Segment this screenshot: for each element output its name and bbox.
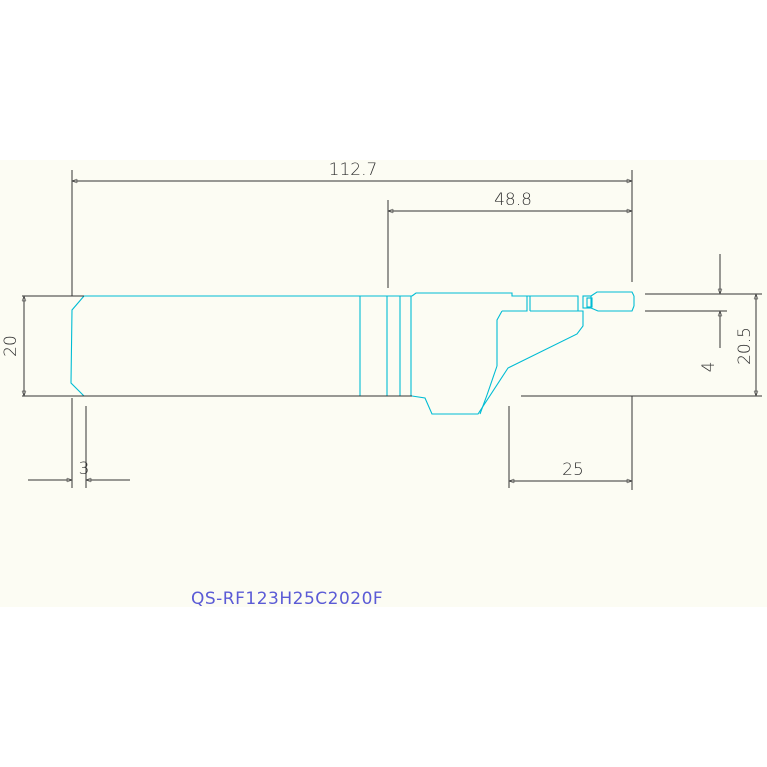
dim-overall-length: 112.7 — [329, 160, 378, 180]
dim-shank-height: 20 — [1, 335, 21, 357]
dim-head-length: 48.8 — [494, 190, 532, 210]
part-number-label: QS-RF123H25C2020F — [191, 589, 383, 609]
drawing-background — [0, 160, 767, 607]
tool-outline — [70, 291, 635, 415]
dim-chamfer: 3 — [79, 459, 90, 479]
dim-neck-length: 25 — [562, 460, 584, 480]
dim-tip-width: 4 — [699, 362, 719, 373]
dimension-lines — [21, 170, 762, 490]
dim-total-height: 20.5 — [735, 327, 755, 365]
